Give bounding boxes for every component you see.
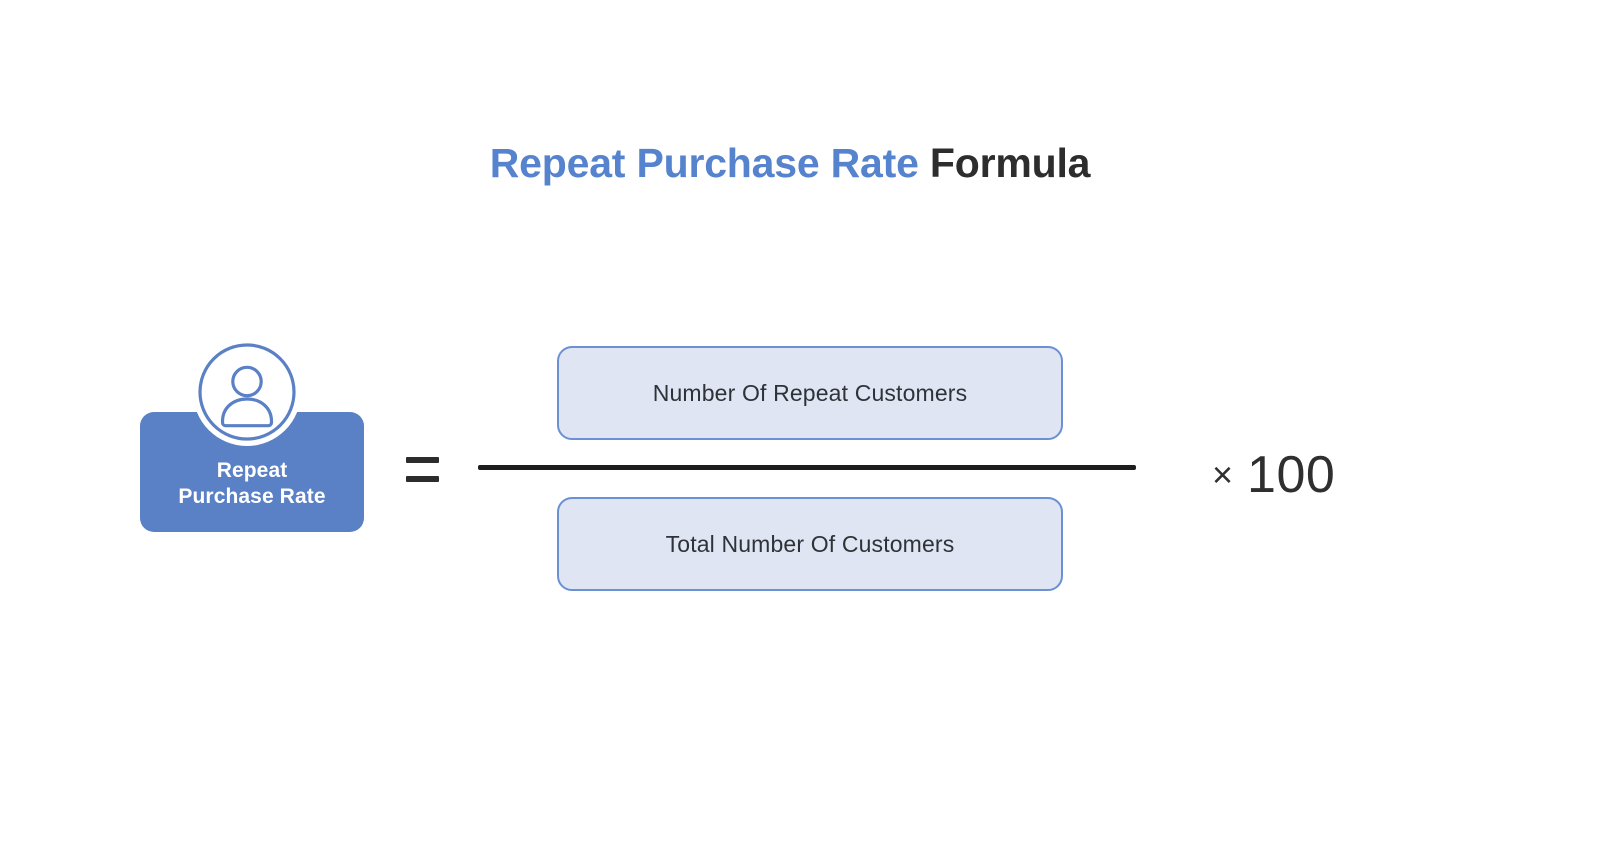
- numerator-box: Number Of Repeat Customers: [557, 346, 1063, 440]
- equals-bar-top: [406, 457, 439, 463]
- equals-sign: [406, 455, 439, 485]
- fraction: Number Of Repeat Customers Total Number …: [478, 344, 1136, 594]
- page-title-accent: Repeat Purchase Rate: [489, 140, 919, 186]
- denominator-box: Total Number Of Customers: [557, 497, 1063, 591]
- multiply-icon: ×: [1212, 454, 1234, 495]
- equals-bar-bottom: [406, 476, 439, 482]
- denominator-text: Total Number Of Customers: [665, 531, 955, 557]
- person-icon: [198, 343, 296, 441]
- multiplier: × 100: [1212, 443, 1392, 507]
- multiplier-value: 100: [1247, 446, 1336, 504]
- fraction-bar: [478, 465, 1136, 470]
- metric-badge-label-line2: Purchase Rate: [178, 485, 326, 508]
- page-title: Repeat Purchase Rate Formula: [0, 134, 1580, 192]
- metric-badge-label: Repeat Purchase Rate: [139, 458, 365, 510]
- numerator-text: Number Of Repeat Customers: [652, 380, 968, 406]
- metric-badge-label-line1: Repeat: [216, 459, 288, 482]
- page-title-plain: Formula: [918, 140, 1091, 186]
- metric-badge: Repeat Purchase Rate: [139, 336, 365, 536]
